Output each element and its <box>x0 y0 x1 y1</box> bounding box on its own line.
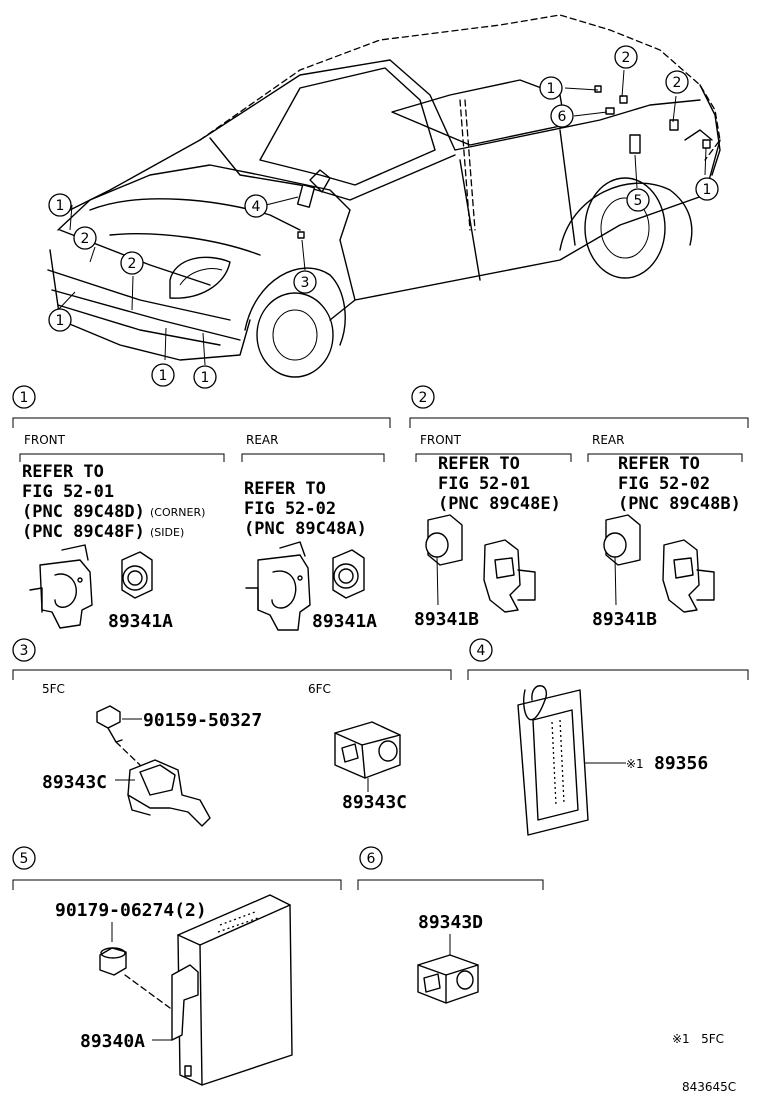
svg-text:(PNC 89C48A): (PNC 89C48A) <box>244 519 367 539</box>
bolt-icon <box>96 705 123 743</box>
section-5-number: 5 <box>20 851 29 867</box>
section-2: 2 FRONT REAR REFER TO FIG 52-01 (PNC 89C… <box>409 385 749 630</box>
sensor-icon <box>332 549 365 599</box>
part-89341B-front: 89341B <box>414 609 479 630</box>
part-90179-06274: 90179-06274(2) <box>55 900 207 921</box>
bracket-icon <box>483 539 536 613</box>
part-89343C-5fc: 89343C <box>42 772 107 793</box>
front-label: FRONT <box>24 433 66 447</box>
part-90159-50327: 90159-50327 <box>143 710 262 731</box>
6fc-label: 6FC <box>308 682 331 696</box>
svg-text:REFER TO: REFER TO <box>438 454 520 474</box>
svg-text:1: 1 <box>703 182 712 198</box>
section-3-number: 3 <box>20 643 29 659</box>
svg-text:2: 2 <box>622 50 631 66</box>
svg-text:REFER TO: REFER TO <box>244 479 326 499</box>
svg-text:5: 5 <box>634 193 643 209</box>
part-89343C-6fc: 89343C <box>342 792 407 813</box>
section-3: 3 5FC 6FC 90159-50327 89343C 89343C <box>12 638 452 827</box>
svg-text:1: 1 <box>159 368 168 384</box>
clip-icon <box>99 947 127 976</box>
footnote-5fc: ※1 5FC <box>672 1032 724 1046</box>
part-89341A-rear: 89341A <box>312 611 377 632</box>
car-illustration <box>47 14 721 378</box>
part-89343D: 89343D <box>418 912 483 933</box>
section-4: 4 ※1 89356 <box>467 638 749 836</box>
section-1-number: 1 <box>20 390 29 406</box>
svg-text:1: 1 <box>201 370 210 386</box>
svg-text:2: 2 <box>128 256 137 272</box>
section-5: 5 90179-06274(2) 89340A <box>12 846 342 1086</box>
section-2-number: 2 <box>419 390 428 406</box>
svg-text:1: 1 <box>56 313 65 329</box>
part-89356: 89356 <box>654 753 708 774</box>
antenna-module-icon <box>517 685 589 836</box>
front-label-2: FRONT <box>420 433 462 447</box>
sensor-icon <box>417 954 479 1004</box>
rear-label-2: REAR <box>592 433 624 447</box>
5fc-label: 5FC <box>42 682 65 696</box>
note-mark: ※1 <box>626 757 644 771</box>
car-leader-lines <box>57 69 707 366</box>
svg-text:FIG 52-01: FIG 52-01 <box>438 474 530 494</box>
bracket-icon <box>662 539 715 613</box>
svg-text:(SIDE): (SIDE) <box>150 526 184 539</box>
svg-text:(PNC 89C48D): (PNC 89C48D) <box>22 502 145 522</box>
svg-text:1: 1 <box>547 81 556 97</box>
sensor-icon <box>121 551 153 599</box>
bracket-icon <box>29 544 93 629</box>
svg-text:FIG 52-02: FIG 52-02 <box>244 499 336 519</box>
section-1: 1 FRONT REAR REFER TO FIG 52-01 (PNC 89C… <box>12 385 391 632</box>
sensor-icon <box>425 514 463 606</box>
svg-text:(CORNER): (CORNER) <box>150 506 205 519</box>
svg-text:6: 6 <box>558 109 567 125</box>
svg-text:(PNC 89C48B): (PNC 89C48B) <box>618 494 741 514</box>
svg-text:REFER TO: REFER TO <box>22 462 104 482</box>
svg-text:3: 3 <box>301 275 310 291</box>
part-89341B-rear: 89341B <box>592 609 657 630</box>
svg-text:FIG 52-02: FIG 52-02 <box>618 474 710 494</box>
part-89341A-front: 89341A <box>108 611 173 632</box>
bracket-icon <box>245 541 311 631</box>
section-6: 6 89343D <box>357 846 544 1004</box>
svg-text:(PNC 89C48F): (PNC 89C48F) <box>22 522 145 542</box>
rear-label: REAR <box>246 433 278 447</box>
diagram-id: 843645C <box>682 1080 736 1094</box>
sensor-icon <box>334 721 401 779</box>
ecu-icon <box>171 894 293 1086</box>
svg-text:REFER TO: REFER TO <box>618 454 700 474</box>
svg-text:(PNC 89C48E): (PNC 89C48E) <box>438 494 561 514</box>
svg-text:FIG 52-01: FIG 52-01 <box>22 482 114 502</box>
svg-text:4: 4 <box>252 199 261 215</box>
section-6-number: 6 <box>367 851 376 867</box>
part-89340A: 89340A <box>80 1031 145 1052</box>
sensor-bracket-icon <box>127 759 211 827</box>
svg-text:2: 2 <box>81 231 90 247</box>
svg-text:2: 2 <box>673 75 682 91</box>
car-callouts: 1 2 1 6 2 4 1 2 2 3 1 1 5 1 <box>48 45 719 389</box>
section-4-number: 4 <box>477 643 486 659</box>
svg-text:1: 1 <box>56 198 65 214</box>
sensor-icon <box>603 514 641 606</box>
